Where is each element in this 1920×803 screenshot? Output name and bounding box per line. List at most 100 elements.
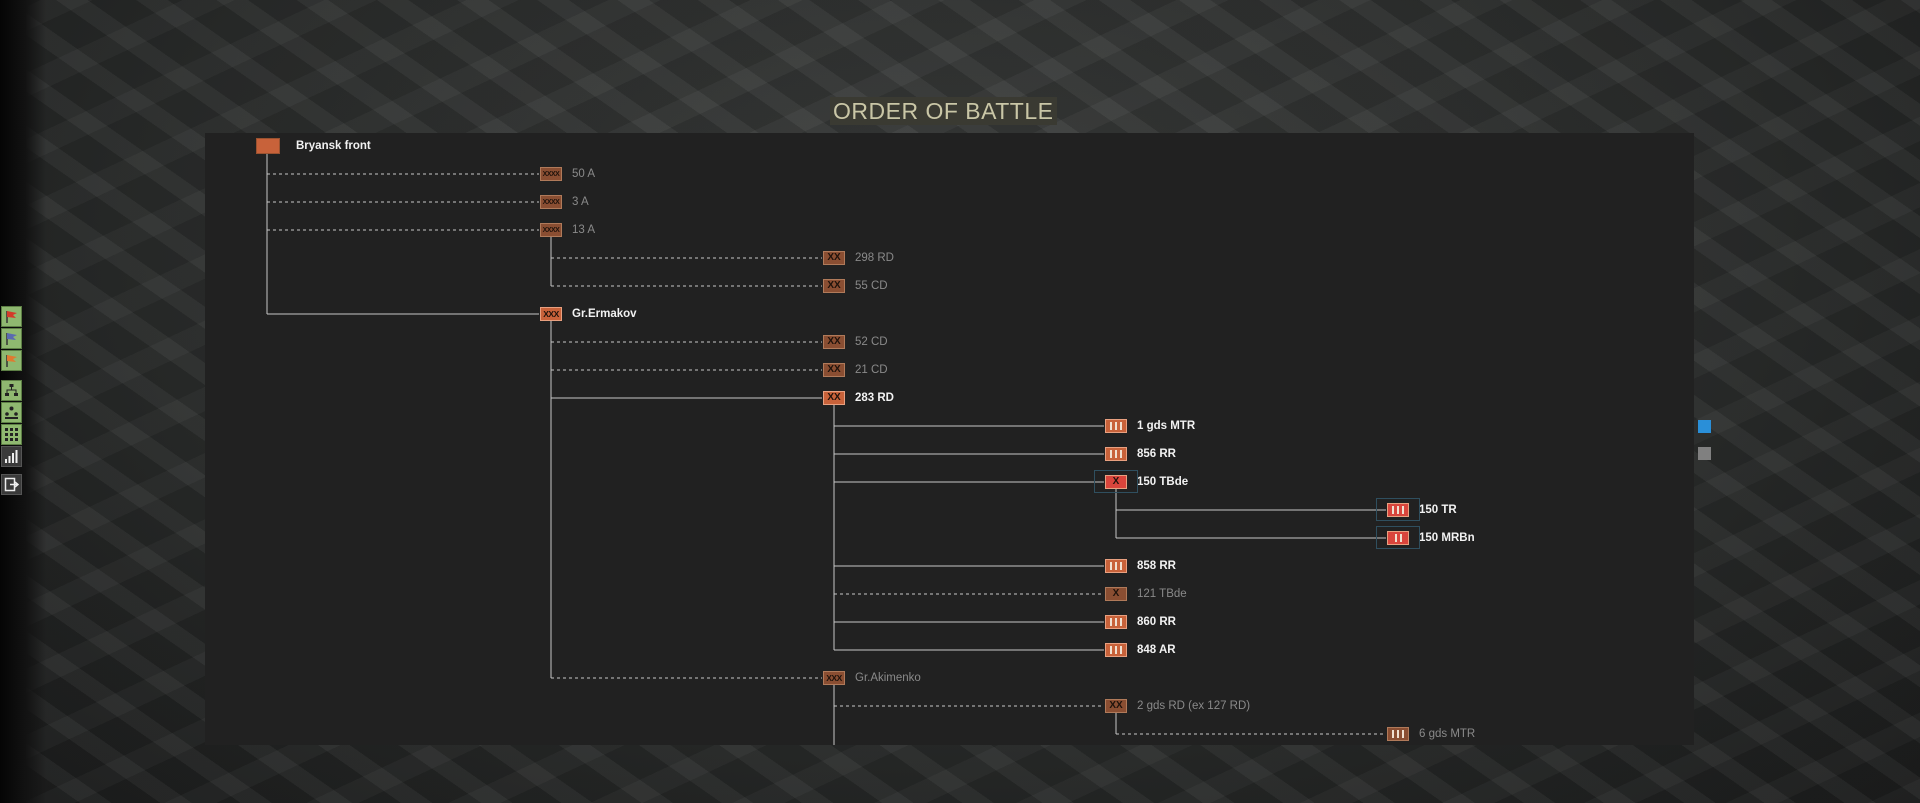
unit-node-848-ar[interactable]: 848 AR xyxy=(1105,640,1176,660)
unit-label: 2 gds RD (ex 127 RD) xyxy=(1137,700,1251,712)
unit-label: 848 AR xyxy=(1137,644,1176,656)
unit-label: Gr.Ermakov xyxy=(572,308,637,320)
order-of-battle-panel xyxy=(205,133,1694,745)
grid-icon xyxy=(4,427,19,442)
unit-label: 21 CD xyxy=(855,364,888,376)
unit-label: 858 RR xyxy=(1137,560,1176,572)
toolbar-button-grid[interactable] xyxy=(1,424,22,445)
unit-node-55-cd[interactable]: XX 55 CD xyxy=(823,276,888,296)
unit-node-150-mrbn[interactable]: 150 MRBn xyxy=(1376,526,1475,549)
blue-marker-button[interactable] xyxy=(1698,420,1711,433)
echelon-bar xyxy=(1397,730,1399,738)
unit-label: 13 A xyxy=(572,224,596,236)
bar-chart-icon xyxy=(4,449,19,464)
unit-symbol-icon: XX xyxy=(823,251,845,265)
unit-symbol-icon: X xyxy=(1105,475,1127,489)
toolbar-button-group[interactable] xyxy=(1,402,22,423)
toolbar-button-bar-chart[interactable] xyxy=(1,446,22,467)
echelon-bar xyxy=(1115,450,1117,458)
selection-highlight xyxy=(1094,470,1138,493)
unit-node-gr-ermakov[interactable]: XXX Gr.Ermakov xyxy=(540,304,637,324)
red-flag-icon xyxy=(4,309,19,324)
echelon-bar xyxy=(1394,534,1397,542)
echelon-bar xyxy=(1120,562,1122,570)
unit-symbol-icon: XXXX xyxy=(540,167,562,181)
echelon-mark: XX xyxy=(827,392,841,403)
unit-symbol-icon: XXXX xyxy=(540,195,562,209)
unit-symbol-icon xyxy=(256,138,280,154)
exit-icon xyxy=(4,477,19,492)
unit-label: 1 gds MTR xyxy=(1137,420,1196,432)
echelon-bar xyxy=(1115,618,1117,626)
echelon-mark: XX xyxy=(827,280,841,291)
unit-symbol-icon: XX xyxy=(823,279,845,293)
echelon-mark: XXXX xyxy=(542,226,560,234)
echelon-mark: XX xyxy=(827,364,841,375)
unit-node-1-gds-mtr[interactable]: 1 gds MTR xyxy=(1105,416,1195,436)
unit-symbol-icon: XXX xyxy=(540,307,562,321)
echelon-bar xyxy=(1110,618,1112,626)
unit-node-3-a[interactable]: XXXX 3 A xyxy=(540,192,589,212)
toolbar-button-hierarchy[interactable] xyxy=(1,380,22,401)
unit-node-121-tbde[interactable]: X 121 TBde xyxy=(1105,584,1187,604)
unit-label: 298 RD xyxy=(855,252,894,264)
unit-symbol-icon xyxy=(1105,615,1127,629)
unit-node-283-rd[interactable]: XX 283 RD xyxy=(823,388,894,408)
toolbar-button-exit[interactable] xyxy=(1,474,22,495)
selection-highlight xyxy=(1376,498,1420,521)
unit-node-298-rd[interactable]: XX 298 RD xyxy=(823,248,894,268)
unit-node-858-rr[interactable]: 858 RR xyxy=(1105,556,1176,576)
unit-symbol-icon: XX xyxy=(1105,699,1127,713)
unit-node-13-a[interactable]: XXXX 13 A xyxy=(540,220,595,240)
unit-node-bryansk-front[interactable]: Bryansk front xyxy=(256,136,371,156)
echelon-mark: XX xyxy=(1109,700,1123,711)
unit-symbol-icon: XX xyxy=(823,363,845,377)
echelon-bar xyxy=(1115,646,1117,654)
left-edge-shadow xyxy=(0,0,46,803)
echelon-bar xyxy=(1402,730,1404,738)
page-title: ORDER OF BATTLE xyxy=(830,97,1057,125)
echelon-mark: X xyxy=(1112,588,1120,599)
echelon-mark: XXXX xyxy=(542,170,560,178)
echelon-bar xyxy=(1120,422,1122,430)
unit-symbol-icon: XX xyxy=(823,391,845,405)
echelon-bar xyxy=(1120,646,1122,654)
unit-symbol-icon xyxy=(1387,503,1409,517)
echelon-bar xyxy=(1120,450,1122,458)
toolbar-button-orange-flag[interactable] xyxy=(1,350,22,371)
unit-label: 3 A xyxy=(572,196,589,208)
echelon-bar xyxy=(1392,506,1394,514)
echelon-bar xyxy=(1120,618,1122,626)
unit-label: 121 TBde xyxy=(1137,588,1187,600)
unit-label: 283 RD xyxy=(855,392,894,404)
toolbar-button-red-flag[interactable] xyxy=(1,306,22,327)
echelon-mark: XXX xyxy=(543,308,559,319)
unit-node-860-rr[interactable]: 860 RR xyxy=(1105,612,1176,632)
unit-node-2-gds-rd-ex-127-rd[interactable]: XX 2 gds RD (ex 127 RD) xyxy=(1105,696,1250,716)
unit-node-6-gds-mtr[interactable]: 6 gds MTR xyxy=(1387,724,1475,744)
echelon-mark: XX xyxy=(827,252,841,263)
unit-symbol-icon xyxy=(1105,447,1127,461)
unit-symbol-icon xyxy=(1387,531,1409,545)
echelon-mark: X xyxy=(1112,476,1120,487)
unit-node-21-cd[interactable]: XX 21 CD xyxy=(823,360,888,380)
echelon-bar xyxy=(1115,422,1117,430)
unit-label: 150 TR xyxy=(1419,504,1457,516)
unit-label: 860 RR xyxy=(1137,616,1176,628)
gray-marker-button[interactable] xyxy=(1698,447,1711,460)
unit-node-150-tr[interactable]: 150 TR xyxy=(1376,498,1457,521)
unit-symbol-icon xyxy=(1387,727,1409,741)
echelon-bar xyxy=(1110,646,1112,654)
echelon-bar xyxy=(1110,450,1112,458)
unit-node-856-rr[interactable]: 856 RR xyxy=(1105,444,1176,464)
unit-symbol-icon xyxy=(1105,419,1127,433)
toolbar-button-blue-flag[interactable] xyxy=(1,328,22,349)
orange-flag-icon xyxy=(4,353,19,368)
unit-label: 55 CD xyxy=(855,280,888,292)
unit-label: Bryansk front xyxy=(296,140,371,152)
echelon-bar xyxy=(1115,562,1117,570)
